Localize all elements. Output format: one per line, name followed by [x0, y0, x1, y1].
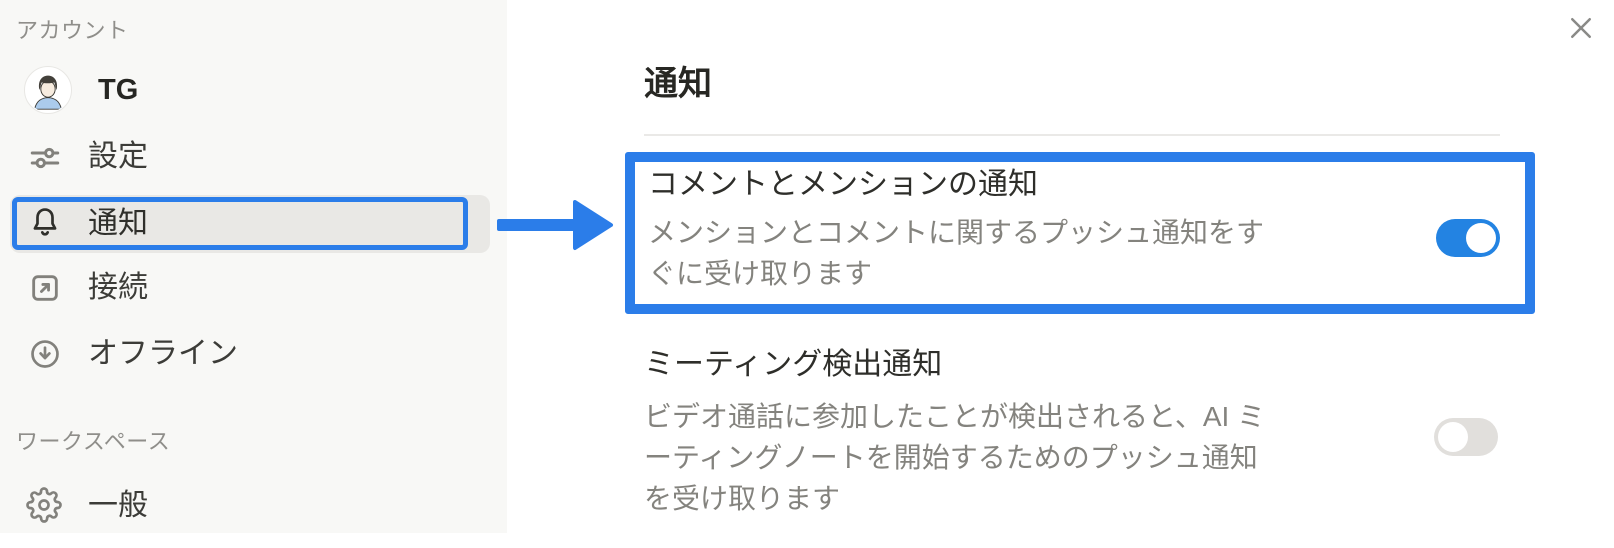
sidebar-item-notifications-label: 通知 — [88, 207, 148, 240]
external-link-icon — [28, 271, 62, 305]
close-icon — [1566, 13, 1596, 43]
sidebar-item-profile-label: TG — [98, 74, 139, 106]
toggle-knob — [1466, 223, 1496, 253]
page-title: 通知 — [644, 65, 712, 103]
annotation-arrow — [495, 196, 615, 254]
setting-title: ミーティング検出通知 — [644, 348, 943, 381]
divider — [644, 134, 1500, 136]
sidebar-item-connections-label: 接続 — [88, 271, 148, 304]
download-circle-icon — [28, 337, 62, 371]
sliders-icon — [28, 141, 62, 175]
sidebar-section-workspace: ワークスペース — [16, 429, 171, 454]
gear-icon — [26, 487, 62, 523]
avatar-icon — [24, 66, 72, 114]
setting-description: ビデオ通話に参加したことが検出されると、AI ミーティングノートを開始するための… — [644, 401, 1266, 514]
sidebar-item-notifications[interactable]: 通知 — [10, 195, 490, 253]
sidebar-section-account: アカウント — [16, 18, 129, 43]
settings-sidebar: アカウント TG — [0, 0, 507, 533]
meeting-detection-toggle[interactable] — [1434, 418, 1498, 456]
setting-description: メンションとコメントに関するプッシュ通知をすぐに受け取ります — [648, 217, 1265, 289]
toggle-knob — [1438, 422, 1468, 452]
sidebar-item-offline-label: オフライン — [88, 337, 238, 370]
comments-mentions-toggle[interactable] — [1436, 219, 1500, 257]
setting-title: コメントとメンションの通知 — [648, 168, 1038, 201]
close-button[interactable] — [1561, 8, 1601, 48]
sidebar-item-general-label: 一般 — [88, 489, 148, 522]
sidebar-item-settings-label: 設定 — [88, 140, 148, 173]
bell-icon — [28, 205, 62, 239]
